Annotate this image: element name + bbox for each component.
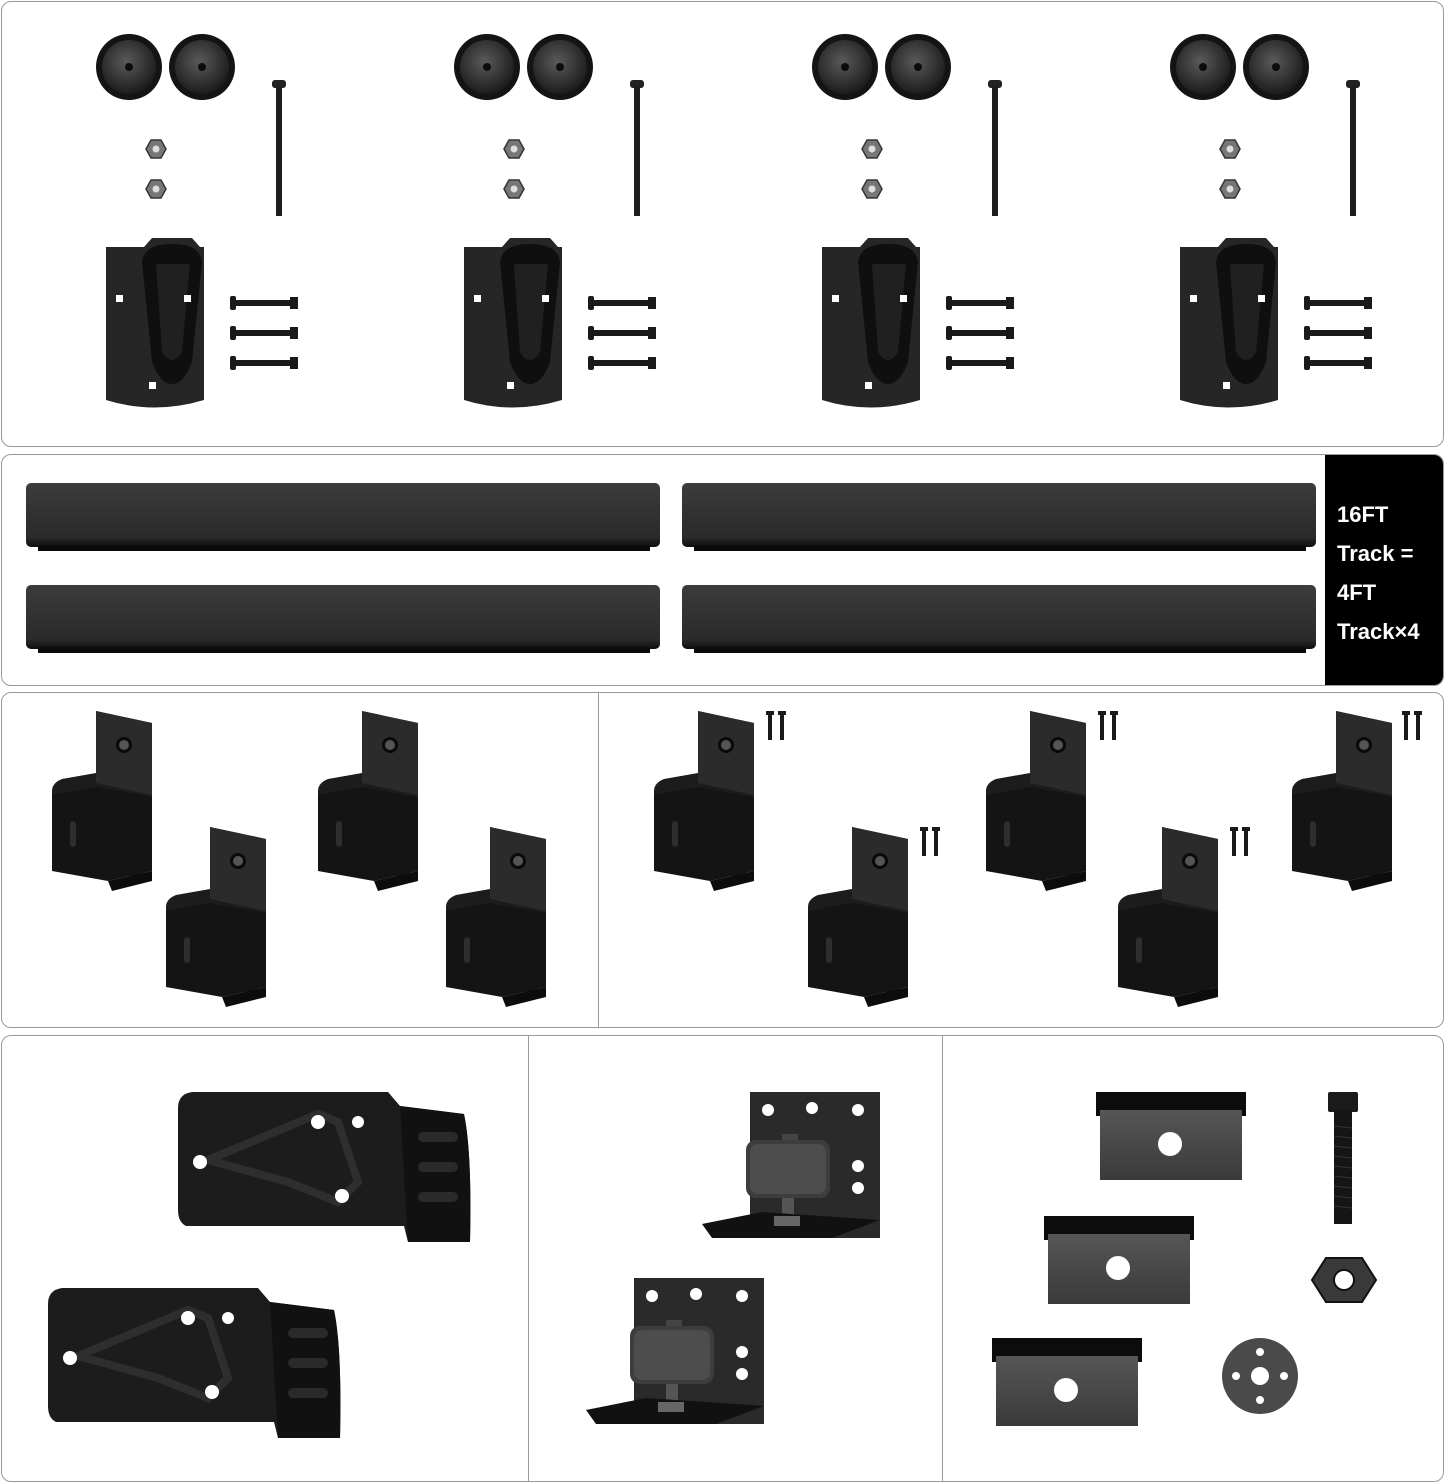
roller-wheel-icon [1169,33,1373,409]
screw-icon [1402,711,1422,740]
track-rail-icon [26,585,660,653]
screw-icon [920,827,940,856]
floor-guide-icon [702,1092,880,1238]
roller-wheel-icon [95,33,299,409]
track-label-line2: Track = [1337,541,1414,566]
wall-bracket-icon [986,711,1086,891]
track-label-line3: 4FT [1337,580,1377,605]
accessory-parts [2,1036,1378,1482]
wall-bracket-panel [1,692,1444,1028]
roller-wheel-icon [453,33,657,409]
accessories-panel [1,1035,1444,1482]
track-length-label: 16FT Track = 4FT Track×4 [1325,455,1443,685]
track-rails [26,483,1316,653]
track-rail-icon [682,483,1316,551]
track-label-line1: 16FT [1337,502,1389,527]
wall-bracket-icon [446,827,546,1007]
screw-icon [766,711,786,740]
wall-brackets [52,711,1422,1007]
wall-bracket-icon [52,711,152,891]
wall-bracket-icon [318,711,418,891]
track-rail-icon [26,483,660,551]
wall-bracket-icon [1292,711,1392,891]
wall-bracket-icon [1118,827,1218,1007]
track-panel: 16FT Track = 4FT Track×4 [1,454,1444,686]
bolt-icon [1328,1092,1358,1224]
hex-nut-icon [1310,1257,1378,1303]
track-label-line4: Track×4 [1337,619,1420,644]
spacer-block-icon [1096,1092,1246,1180]
spacer-block-icon [992,1338,1142,1426]
floor-guide-icon [586,1278,764,1424]
screw-icon [1230,827,1250,856]
bracket-panel-divider [598,693,599,1027]
wall-bracket-icon [808,827,908,1007]
screw-icon [1098,711,1118,740]
spacer-block-icon [1044,1216,1194,1304]
roller-wheel-icon [811,33,1015,409]
accessories-divider-1 [528,1036,529,1481]
wall-bracket-icon [166,827,266,1007]
accessories-divider-2 [942,1036,943,1481]
wall-bracket-icon [654,711,754,891]
roller-hardware-sets [95,33,1373,409]
roller-hardware-panel [1,1,1444,447]
hinge-plate-icon [178,1092,470,1242]
hinge-plate-icon [48,1288,340,1438]
track-rail-icon [682,585,1316,653]
washer-plate-icon [1222,1338,1298,1414]
